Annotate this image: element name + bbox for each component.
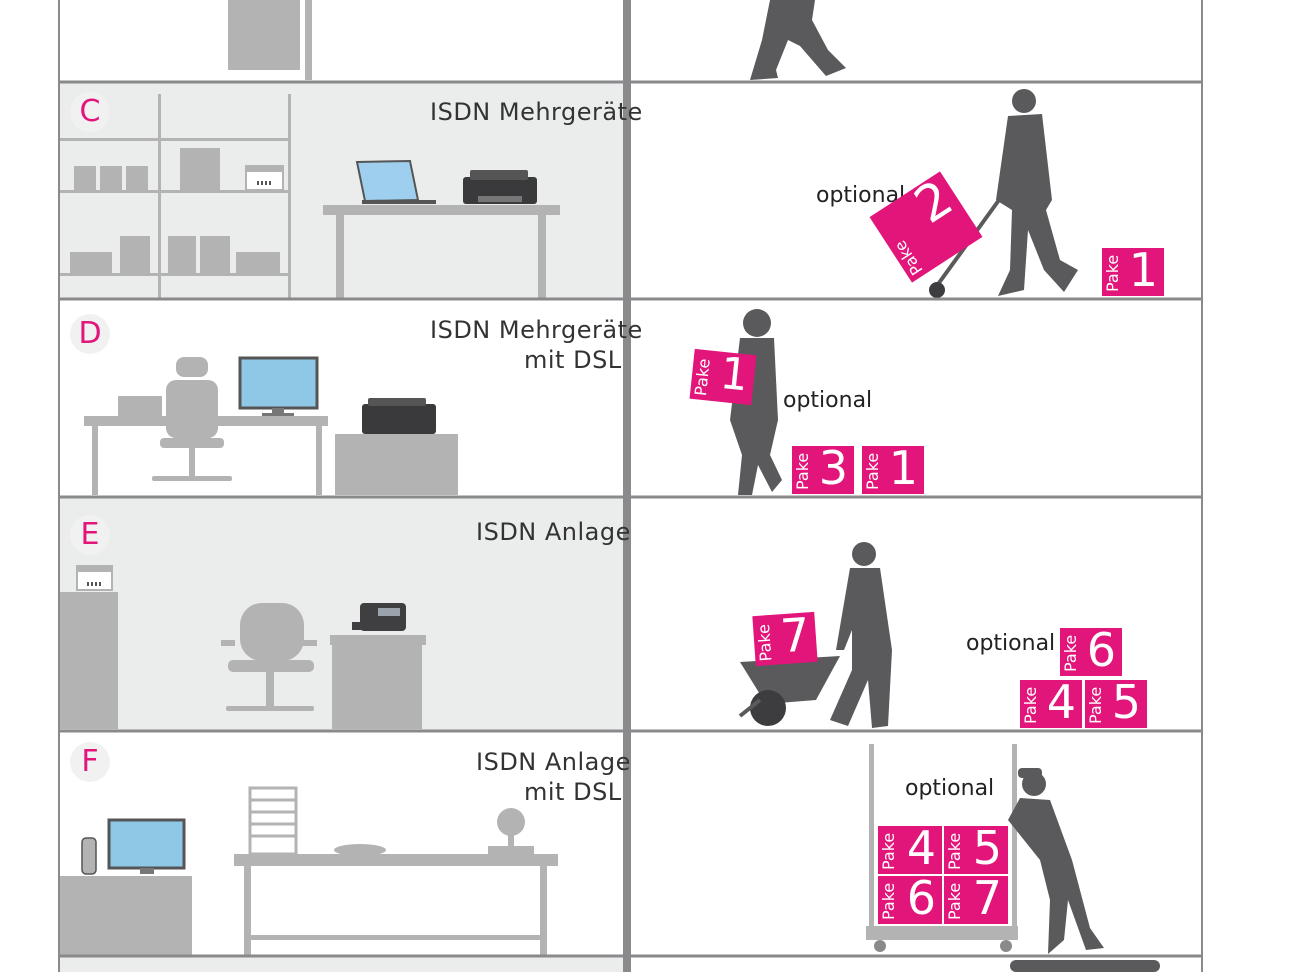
package-word: Pake xyxy=(945,832,964,870)
monitor-icon xyxy=(238,356,319,416)
package-word: Pake xyxy=(690,357,714,397)
center-divider xyxy=(623,0,631,972)
office-chair-icon xyxy=(221,603,317,711)
package-word: Pake xyxy=(879,882,898,920)
package-number: 3 xyxy=(818,446,848,494)
package-box: Pake 6 xyxy=(878,876,942,924)
package-number: 4 xyxy=(906,826,936,874)
optional-label: optional xyxy=(966,631,1056,656)
package-number: 1 xyxy=(717,348,751,402)
row-b-left-bg xyxy=(60,0,625,82)
package-number: 4 xyxy=(1046,680,1076,728)
laptop-icon xyxy=(355,159,436,204)
walking-person-figure xyxy=(750,0,846,80)
package-word: Pake xyxy=(1061,634,1080,672)
shelf-post xyxy=(305,0,312,80)
shelf-unit xyxy=(60,94,291,298)
row-title: ISDN Anlage xyxy=(476,518,631,546)
person-with-wheelbarrow xyxy=(830,542,892,728)
desk-shape xyxy=(323,205,560,298)
package-number: 1 xyxy=(1128,248,1158,296)
row-title: ISDN Mehrgeräte xyxy=(430,316,643,344)
trolley-cart xyxy=(866,744,1018,952)
row-title: ISDN Anlage xyxy=(476,748,631,776)
printer-icon xyxy=(463,170,537,204)
person-with-handtruck xyxy=(996,89,1078,296)
package-number: 7 xyxy=(972,876,1002,924)
package-box: Pake 7 xyxy=(944,876,1008,924)
package-box: Pake 4 xyxy=(878,826,942,874)
optional-label: optional xyxy=(783,388,873,413)
package-number: 5 xyxy=(972,826,1002,874)
row-letter: C xyxy=(70,92,110,132)
package-word: Pake xyxy=(863,452,882,490)
package-number: 1 xyxy=(888,446,918,494)
computer-desk xyxy=(60,876,192,956)
office-chair-icon xyxy=(152,357,232,481)
package-word: Pake xyxy=(793,452,812,490)
rack-icon xyxy=(248,786,298,856)
package-box: Pake 7 xyxy=(752,611,818,667)
package-box: Pake 5 xyxy=(1085,680,1147,728)
row-subtitle: mit DSL xyxy=(524,346,622,374)
package-box: Pake 6 xyxy=(1060,628,1122,676)
package-number: 7 xyxy=(778,611,812,664)
package-box: Pake 1 xyxy=(862,446,924,494)
row-letter: E xyxy=(70,515,110,555)
row-g-left-bg xyxy=(60,956,625,972)
row-letter: D xyxy=(70,314,110,354)
row-title: ISDN Mehrgeräte xyxy=(430,98,643,126)
package-number: 6 xyxy=(1086,628,1116,676)
monitor-icon xyxy=(107,818,186,874)
package-box: Pake 1 xyxy=(689,348,757,406)
package-word: Pake xyxy=(753,623,776,663)
row-subtitle: mit DSL xyxy=(524,778,622,806)
package-number: 5 xyxy=(1111,680,1141,728)
phone-desk xyxy=(330,603,426,729)
wheelbarrow xyxy=(738,656,840,726)
person-pushing-trolley xyxy=(1008,768,1104,954)
package-word: Pake xyxy=(1021,686,1040,724)
cabinet-shape xyxy=(228,0,300,70)
package-word: Pake xyxy=(1103,254,1122,292)
package-box: Pake 4 xyxy=(1020,680,1082,728)
package-number: 6 xyxy=(906,876,936,924)
package-box: Pake 3 xyxy=(792,446,854,494)
router-icon xyxy=(245,165,284,191)
long-table xyxy=(234,808,558,956)
package-word: Pake xyxy=(945,882,964,920)
package-box: Pake 1 xyxy=(1102,248,1164,296)
router-icon xyxy=(76,565,113,591)
cordless-phone-icon xyxy=(81,837,97,875)
package-word: Pake xyxy=(1086,686,1105,724)
package-word: Pake xyxy=(879,832,898,870)
optional-label: optional xyxy=(905,776,995,801)
package-box: Pake 5 xyxy=(944,826,1008,874)
cabinet-shape xyxy=(60,592,118,729)
printer-stand xyxy=(335,398,458,495)
row-letter: F xyxy=(70,742,110,782)
partial-figure xyxy=(1010,960,1160,972)
